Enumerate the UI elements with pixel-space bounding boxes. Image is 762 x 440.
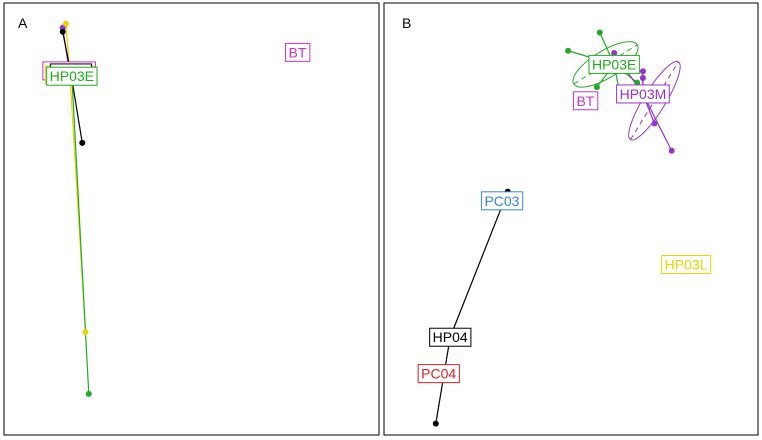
panel-a-letter: A	[18, 15, 28, 31]
panel-b-point-hp03e-0	[596, 29, 603, 36]
panel-a-spider-hp03e-0	[71, 76, 90, 394]
panel-a-plot-area: HP03MHP03LHP04HP03EBT	[42, 20, 311, 397]
panel-a-label-box-bt	[285, 42, 311, 62]
panel-b-label-pc03: PC03	[480, 191, 524, 211]
panel-a-marks: HP03MHP03LHP04HP03EBT	[42, 20, 311, 397]
panel-b-label-pc04: PC04	[417, 364, 460, 384]
panel-a-label-text-bt: BT	[289, 44, 307, 60]
panel-b-point-hp03m-4	[668, 147, 675, 154]
panel-b-label-text-pc04: PC04	[421, 366, 456, 382]
panel-b-label-box-pc04	[417, 364, 460, 384]
panel-a-label-hp03e: HP03E	[46, 66, 98, 86]
panel-a-point-hp04-1	[59, 28, 66, 35]
panel-b-point-hp03m-0	[611, 50, 618, 57]
panel-a-point-hp03m-0	[59, 24, 66, 31]
panel-b-point-hp03m-1	[639, 68, 646, 75]
panel-a-point-hp04-0	[79, 139, 86, 146]
panel-a-label-bt: BT	[285, 42, 311, 62]
panel-a-point-hp03l-1	[62, 20, 69, 27]
panel-b-label-box-hp04	[429, 327, 472, 347]
panel-a-label-text-hp03e: HP03E	[50, 68, 94, 84]
panel-b-label-box-hp03l	[661, 254, 712, 274]
panel-b-spider-hp04-0	[449, 191, 509, 338]
panel-b-label-text-bt: BT	[576, 93, 594, 109]
panel-b-label-box-bt	[572, 91, 599, 111]
panel-b-label-box-hp03m	[616, 84, 670, 104]
panel-b-label-text-hp04: HP04	[433, 329, 468, 345]
panel-b-label-bt: BT	[572, 91, 599, 111]
panel-a: A HP03MHP03LHP04HP03EBT	[3, 2, 380, 436]
panel-b-label-box-pc03	[480, 191, 524, 211]
panel-a-point-hp03e-0	[85, 390, 92, 397]
panel-b-point-hp04-1	[432, 420, 439, 427]
panel-b-label-text-hp03e: HP03E	[592, 56, 636, 72]
panel-b-label-hp03e: HP03E	[588, 54, 640, 74]
panel-b-label-box-hp03e	[588, 54, 640, 74]
panel-b-label-hp04: HP04	[429, 327, 472, 347]
panel-b-label-hp03l: HP03L	[661, 254, 712, 274]
panel-b-point-hp03m-5	[639, 75, 646, 82]
panel-b-point-hp03e-4	[593, 84, 600, 91]
panel-b-label-text-pc03: PC03	[484, 193, 519, 209]
panel-b-label-text-hp03m: HP03M	[620, 86, 667, 102]
panel-b-label-text-hp03l: HP03L	[665, 256, 708, 272]
panel-b-point-hp03e-1	[565, 47, 572, 54]
panel-b-point-hp03m-3	[651, 120, 658, 127]
panel-b-point-hp03e-3	[634, 79, 641, 86]
panel-a-label-box-hp03e	[46, 66, 98, 86]
panel-a-point-hp03l-0	[82, 329, 89, 336]
panel-b-label-hp03m: HP03M	[616, 84, 670, 104]
panel-b-letter: B	[402, 15, 411, 31]
